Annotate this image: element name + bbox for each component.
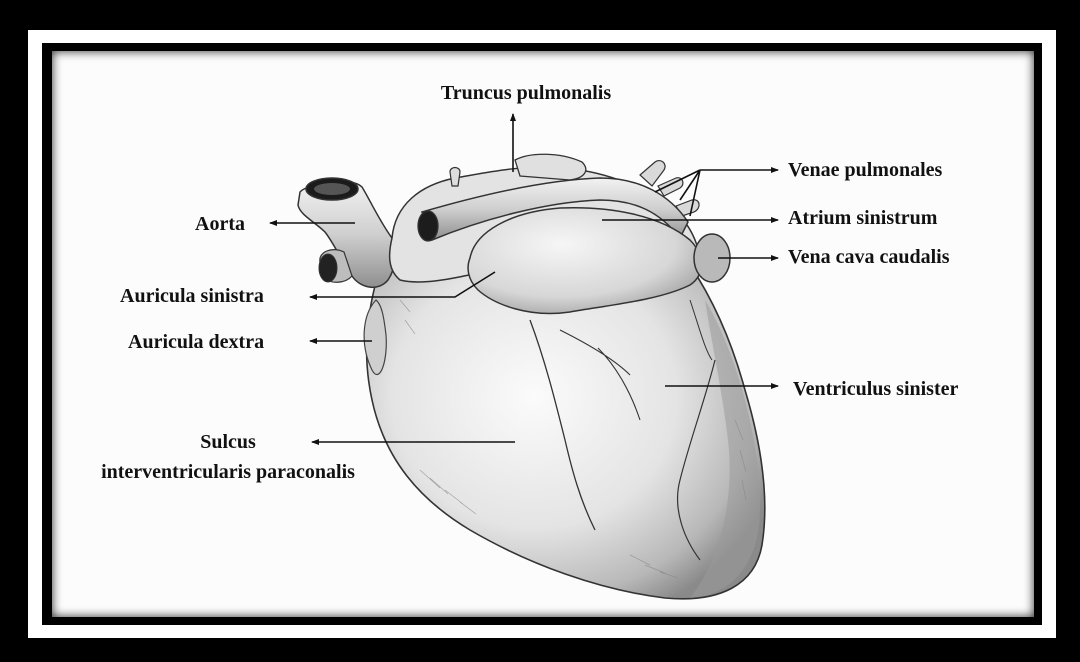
- label-sulcus-line2: interventricularis paraconalis: [101, 461, 355, 483]
- label-vena-cava-caudalis: Vena cava caudalis: [788, 246, 950, 268]
- label-truncus-pulmonalis: Truncus pulmonalis: [441, 82, 611, 104]
- label-auricula-dextra: Auricula dextra: [128, 331, 264, 353]
- label-venae-pulmonales: Venae pulmonales: [788, 159, 943, 181]
- pulmonary-trunk-opening: [418, 211, 438, 241]
- truncus-root: [515, 154, 586, 180]
- label-atrium-sinistrum: Atrium sinistrum: [788, 207, 938, 229]
- pulmonary-vein-1: [640, 161, 665, 186]
- aorta-lumen: [314, 183, 350, 195]
- label-aorta: Aorta: [195, 213, 245, 235]
- vessel-stub-top: [450, 168, 460, 187]
- label-auricula-sinistra: Auricula sinistra: [120, 285, 264, 307]
- label-ventriculus-sinister: Ventriculus sinister: [793, 378, 959, 400]
- label-sulcus: Sulcus: [200, 431, 256, 453]
- brachiocephalic-opening: [319, 254, 337, 282]
